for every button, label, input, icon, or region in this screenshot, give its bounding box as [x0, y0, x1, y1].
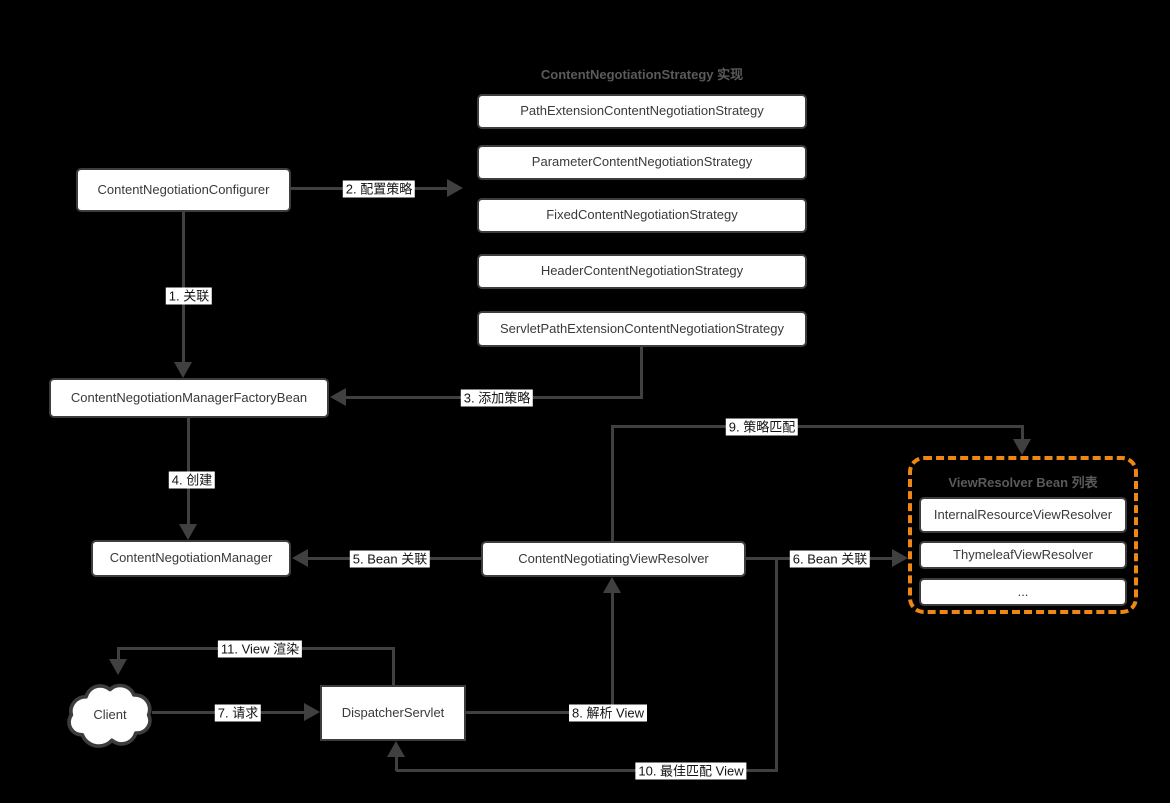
node-parameter-strategy: ParameterContentNegotiationStrategy [477, 145, 807, 180]
edge-7-arrowhead [304, 703, 320, 721]
edge-label-1: 1. 关联 [165, 287, 213, 305]
node-path-extension-strategy: PathExtensionContentNegotiationStrategy [477, 94, 807, 129]
node-fixed-strategy: FixedContentNegotiationStrategy [477, 198, 807, 233]
edge-label-2: 2. 配置策略 [342, 180, 416, 198]
edge-5-arrowhead [292, 549, 308, 567]
edge-9-line-h [611, 425, 1024, 428]
edge-9-arrowhead [1013, 439, 1031, 455]
node-internal-resource-view-resolver: InternalResourceViewResolver [919, 497, 1127, 533]
edge-4-arrowhead [179, 524, 197, 540]
edge-8-line-h [466, 711, 614, 714]
edge-label-9: 9. 策略匹配 [725, 418, 799, 436]
edge-8-line-v [611, 592, 614, 714]
node-content-negotiating-view-resolver: ContentNegotiatingViewResolver [481, 541, 746, 577]
edge-10-line-v1 [775, 559, 778, 772]
edge-10-arrowhead [387, 741, 405, 757]
view-resolver-group-title: ViewResolver Bean 列表 [948, 475, 1098, 490]
node-header-strategy: HeaderContentNegotiationStrategy [477, 254, 807, 289]
edge-3-line-v [640, 347, 643, 399]
edge-label-7: 7. 请求 [214, 704, 262, 722]
edge-3-arrowhead [330, 388, 346, 406]
edge-11-line-v1 [392, 649, 395, 685]
node-thymeleaf-view-resolver: ThymeleafViewResolver [919, 541, 1127, 569]
edge-label-10: 10. 最佳匹配 View [635, 762, 747, 780]
edge-label-5: 5. Bean 关联 [349, 550, 431, 568]
edge-label-8: 8. 解析 View [568, 704, 648, 722]
edge-1-arrowhead [174, 362, 192, 378]
edge-label-3: 3. 添加策略 [460, 389, 534, 407]
client-label: Client [93, 706, 127, 722]
edge-11-arrowhead [109, 659, 127, 675]
edge-8-arrowhead [603, 577, 621, 593]
edge-2-arrowhead [447, 179, 463, 197]
node-client: Client [64, 675, 156, 753]
client-cloud-icon [67, 683, 152, 748]
node-dispatcher-servlet: DispatcherServlet [320, 685, 466, 741]
edge-label-6: 6. Bean 关联 [789, 550, 871, 568]
edge-label-11: 11. View 渲染 [217, 640, 303, 658]
node-more-view-resolvers: ... [919, 578, 1127, 606]
edge-10-line-v2 [395, 755, 398, 771]
node-servlet-path-extension-strategy: ServletPathExtensionContentNegotiationSt… [477, 311, 807, 347]
strategy-group-title: ContentNegotiationStrategy 实现 [540, 67, 744, 82]
edge-9-line-v1 [611, 427, 614, 541]
edge-9-line-v2 [1021, 425, 1024, 441]
node-content-negotiation-manager: ContentNegotiationManager [91, 540, 291, 577]
node-content-negotiation-configurer: ContentNegotiationConfigurer [76, 168, 291, 212]
view-resolver-bean-group: ViewResolver Bean 列表 InternalResourceVie… [908, 456, 1138, 614]
edge-10-line-h [396, 769, 778, 772]
edge-label-4: 4. 创建 [168, 471, 216, 489]
node-content-negotiation-manager-factory-bean: ContentNegotiationManagerFactoryBean [49, 378, 329, 418]
edge-6-arrowhead [892, 549, 908, 567]
edge-11-line-v2 [117, 649, 120, 661]
